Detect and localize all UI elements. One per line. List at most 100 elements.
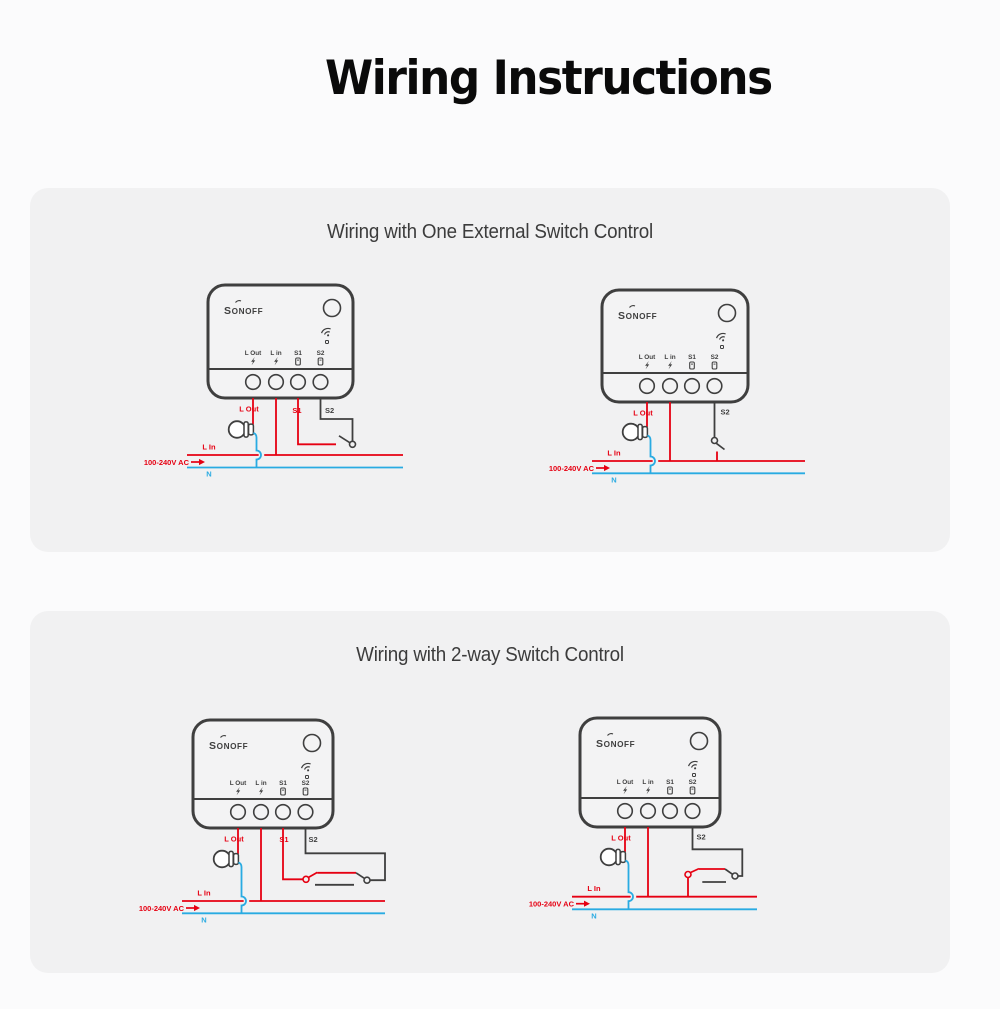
live-line-label: L In [587,884,601,893]
live-line-label: L In [607,449,621,458]
s2-wire [319,398,354,442]
terminal-label-3: S2 [302,780,310,787]
supply-label: 100-240V AC [144,458,190,467]
light-bulb-icon [227,420,255,439]
switch-contact-left [684,870,692,879]
neutral-line-label: N [591,911,596,920]
supply-label: 100-240V AC [549,464,595,473]
led-indicator [325,340,329,344]
bulb-neutral-wire [238,861,247,914]
live-line-label: L In [202,443,216,452]
switch-contact-right [731,872,739,880]
sonoff-logo: SONOFF [209,740,248,752]
neutral-line-label: N [611,475,616,484]
s2-wire [304,828,386,882]
terminal-hole-1 [639,802,657,820]
led-indicator [305,775,309,779]
wifi-icon [715,332,726,342]
supply-label: 100-240V AC [139,904,185,913]
led-indicator [720,345,724,349]
logo-antenna-icon [235,300,242,303]
switch-lever-right [355,872,366,880]
s2-wire [691,827,744,877]
terminal-label-2: S1 [666,779,674,786]
s1-wire [282,828,303,881]
terminal-label-3: S2 [711,354,719,361]
switch-contact-left [302,875,310,884]
sonoff-logo: SONOFF [596,738,635,750]
terminal-hole-0 [229,803,247,821]
pairing-button [322,298,342,318]
right-arrow-icon [199,458,205,466]
s2-label: S2 [721,408,730,417]
bulb-neutral-wire [647,434,656,474]
lightning-icon [623,786,628,795]
switch-contact-right [363,876,371,885]
wifi-icon [300,762,311,772]
switch-lever-right [724,868,734,876]
s1-wire [297,398,336,446]
terminal-label-0: L Out [639,354,656,361]
switch-terminal-icon [711,361,718,370]
switch-terminal-icon [295,357,301,366]
terminal-label-1: L in [270,350,281,357]
terminal-label-3: S2 [689,779,697,786]
terminal-hole-3 [312,373,329,391]
terminal-label-2: S1 [279,780,287,787]
s2-label: S2 [309,835,318,844]
device-body [191,718,335,830]
led-indicator [692,773,696,777]
light-bulb-icon [212,849,240,869]
s2-label: S2 [325,406,334,415]
terminal-hole-0 [616,802,634,820]
s1-label: S1 [279,835,288,844]
terminal-label-2: S1 [688,354,696,361]
switch-terminal-icon [302,787,309,796]
page-title: Wiring Instructions [324,51,773,106]
logo-antenna-icon [607,733,614,736]
terminal-hole-2 [274,803,292,821]
bulb-neutral-wire [253,432,262,468]
supply-label: 100-240V AC [529,900,575,909]
device-body [578,716,722,829]
terminal-hole-3 [297,803,314,821]
neutral-line-label: N [201,915,206,924]
terminal-hole-3 [706,377,723,395]
lightning-icon [251,357,256,366]
terminal-hole-1 [267,373,285,391]
terminal-hole-2 [683,377,701,395]
terminal-label-0: L Out [245,350,262,357]
section-title-one-external-switch: Wiring with One External Switch Control [327,221,653,243]
terminal-label-3: S2 [317,350,325,357]
l-out-label: L Out [239,405,259,414]
switch-terminal-icon [317,357,324,366]
lightning-icon [668,361,673,370]
light-bulb-icon [599,847,627,867]
pairing-button [302,733,322,753]
terminal-hole-1 [252,803,270,821]
logo-antenna-icon [629,305,636,308]
switch-terminal-icon [689,786,696,795]
lightning-icon [645,361,650,370]
terminal-hole-3 [684,802,701,820]
switch-terminal-icon [667,786,673,795]
switch-contact [710,436,719,445]
pairing-button [689,731,709,751]
switch-lever-left [689,867,700,874]
lightning-icon [274,357,279,366]
pairing-button [717,303,737,323]
wifi-icon [320,327,331,337]
lightning-icon [236,787,241,796]
terminal-label-1: L in [664,354,675,361]
bulb-neutral-wire [625,859,634,910]
right-arrow-icon [194,904,200,912]
live-line-label: L In [197,889,211,898]
terminal-hole-2 [289,373,307,391]
